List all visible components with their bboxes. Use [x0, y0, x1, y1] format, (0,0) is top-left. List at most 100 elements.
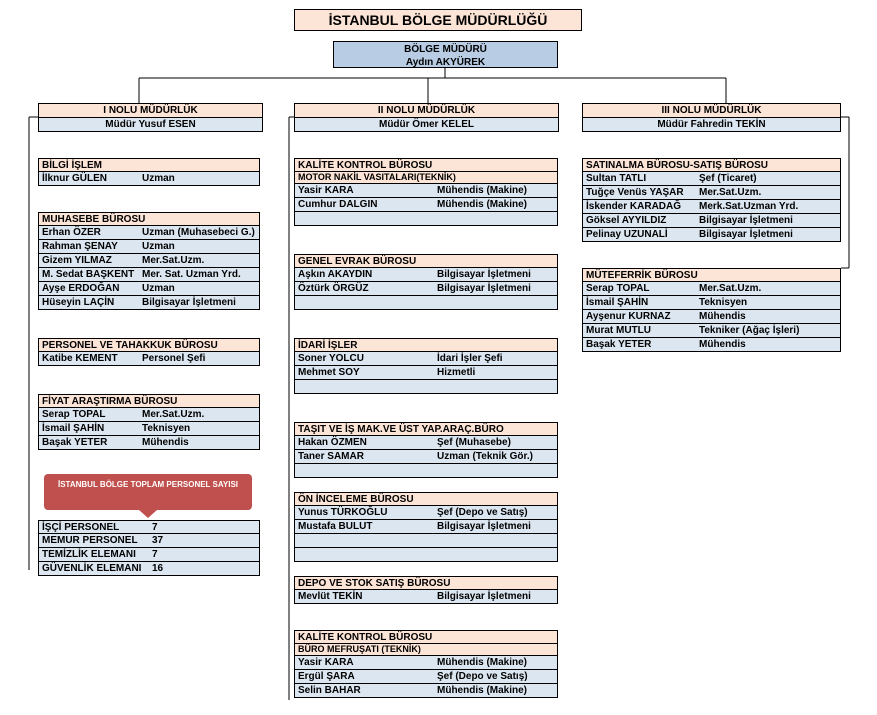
department-title: İDARİ İŞLER [294, 338, 558, 352]
directorate-1-title: I NOLU MÜDÜRLÜK [38, 103, 263, 118]
staff-row [294, 380, 558, 394]
regional-manager-name: Aydın AKYÜREK [405, 57, 486, 68]
staff-role: İdari İşler Şefi [437, 353, 503, 364]
staff-name: Mehmet SOY [298, 367, 360, 378]
staff-name: Göksel AYYILDIZ [586, 215, 667, 226]
staff-name: Pelinay UZUNALİ [586, 229, 668, 240]
staff-row [294, 534, 558, 548]
staff-role: Bilgisayar İşletmeni [699, 215, 793, 226]
staff-name: Hakan ÖZMEN [298, 437, 367, 448]
staff-summary-title: İSTANBUL BÖLGE TOPLAM PERSONEL SAYISI [57, 480, 239, 489]
staff-role: Mühendis (Makine) [437, 657, 528, 668]
staff-role: Bilgisayar İşletmeni [437, 591, 531, 602]
department-title: MUHASEBE BÜROSU [38, 212, 260, 226]
staff-role: Uzman [142, 241, 175, 252]
staff-name: Başak YETER [586, 339, 652, 350]
staff-row: Ayşe ERDOĞAN Uzman [38, 282, 260, 296]
staff-row: Yasir KARA Mühendis (Makine) [294, 184, 558, 198]
department-title: PERSONEL VE TAHAKKUK BÜROSU [38, 338, 260, 352]
staff-name: Ayşe ERDOĞAN [42, 283, 120, 294]
staff-row: Mevlüt TEKİN Bilgisayar İşletmeni [294, 590, 558, 604]
department-subtitle: MOTOR NAKİL VASITALARI(TEKNİK) [294, 172, 558, 184]
staff-row: İlknur GÜLEN Uzman [38, 172, 260, 186]
staff-role: Şef (Ticaret) [699, 173, 757, 184]
page-title: İSTANBUL BÖLGE MÜDÜRLÜĞÜ [294, 9, 582, 31]
staff-name: Mevlüt TEKİN [298, 591, 363, 602]
department-title: SATINALMA BÜROSU-SATIŞ BÜROSU [582, 158, 841, 172]
staff-role: Bilgisayar İşletmeni [437, 283, 531, 294]
staff-name: Erhan ÖZER [42, 227, 101, 238]
staff-name: Tuğçe Venüs YAŞAR [586, 187, 684, 198]
staff-row: Katibe KEMENT Personel Şefi [38, 352, 260, 366]
staff-name: Selin BAHAR [298, 685, 361, 696]
staff-role: Hizmetli [437, 367, 476, 378]
staff-name: MEMUR PERSONEL [42, 535, 138, 546]
staff-name: Gizem YILMAZ [42, 255, 112, 266]
staff-row: Mehmet SOY Hizmetli [294, 366, 558, 380]
staff-role: 7 [152, 549, 158, 560]
staff-name: İsmail ŞAHİN [42, 423, 105, 434]
staff-row: Göksel AYYILDIZ Bilgisayar İşletmeni [582, 214, 841, 228]
staff-row [294, 212, 558, 226]
staff-name: Yasir KARA [298, 185, 354, 196]
staff-name: Murat MUTLU [586, 325, 651, 336]
staff-row: M. Sedat BAŞKENT Mer. Sat. Uzman Yrd. [38, 268, 260, 282]
staff-name: İŞÇİ PERSONEL [42, 522, 120, 533]
regional-manager-box: BÖLGE MÜDÜRÜ Aydın AKYÜREK [333, 41, 558, 68]
department-title: BİLGİ İŞLEM [38, 158, 260, 172]
staff-name: Mustafa BULUT [298, 521, 373, 532]
staff-row: Erhan ÖZER Uzman (Muhasebeci G.) [38, 226, 260, 240]
staff-role: Mühendis [699, 311, 746, 322]
staff-name: İlknur GÜLEN [42, 173, 108, 184]
staff-row: İŞÇİ PERSONEL 7 [38, 520, 260, 534]
staff-role: Uzman (Muhasebeci G.) [142, 227, 255, 238]
staff-name: Taner SAMAR [298, 451, 364, 462]
staff-role: 7 [152, 522, 158, 533]
staff-role: Mer.Sat.Uzm. [142, 409, 205, 420]
staff-name: M. Sedat BAŞKENT [42, 269, 135, 280]
staff-name: Ayşenur KURNAZ [586, 311, 671, 322]
staff-name: Katibe KEMENT [42, 353, 118, 364]
regional-manager-role: BÖLGE MÜDÜRÜ [404, 44, 487, 55]
staff-role: Mühendis (Makine) [437, 185, 528, 196]
staff-row: Tuğçe Venüs YAŞAR Mer.Sat.Uzm. [582, 186, 841, 200]
staff-role: Şef (Depo ve Satış) [437, 507, 528, 518]
staff-role: Mer.Sat.Uzm. [699, 187, 762, 198]
staff-name: Sultan TATLI [586, 173, 647, 184]
staff-role: Personel Şefi [142, 353, 206, 364]
staff-role: Uzman [142, 173, 175, 184]
staff-role: Mer. Sat. Uzman Yrd. [142, 269, 241, 280]
staff-summary-banner: İSTANBUL BÖLGE TOPLAM PERSONEL SAYISI [44, 474, 252, 518]
department-title: MÜTEFERRİK BÜROSU [582, 268, 841, 282]
department-title: KALİTE KONTROL BÜROSU [294, 158, 558, 172]
staff-role: Uzman [142, 283, 175, 294]
staff-row: Sultan TATLI Şef (Ticaret) [582, 172, 841, 186]
directorate-1-head: Müdür Yusuf ESEN [38, 117, 263, 132]
staff-role: Mer.Sat.Uzm. [699, 283, 762, 294]
staff-role: Bilgisayar İşletmeni [437, 269, 531, 280]
staff-role: 16 [152, 563, 164, 574]
staff-name: Başak YETER [42, 437, 108, 448]
